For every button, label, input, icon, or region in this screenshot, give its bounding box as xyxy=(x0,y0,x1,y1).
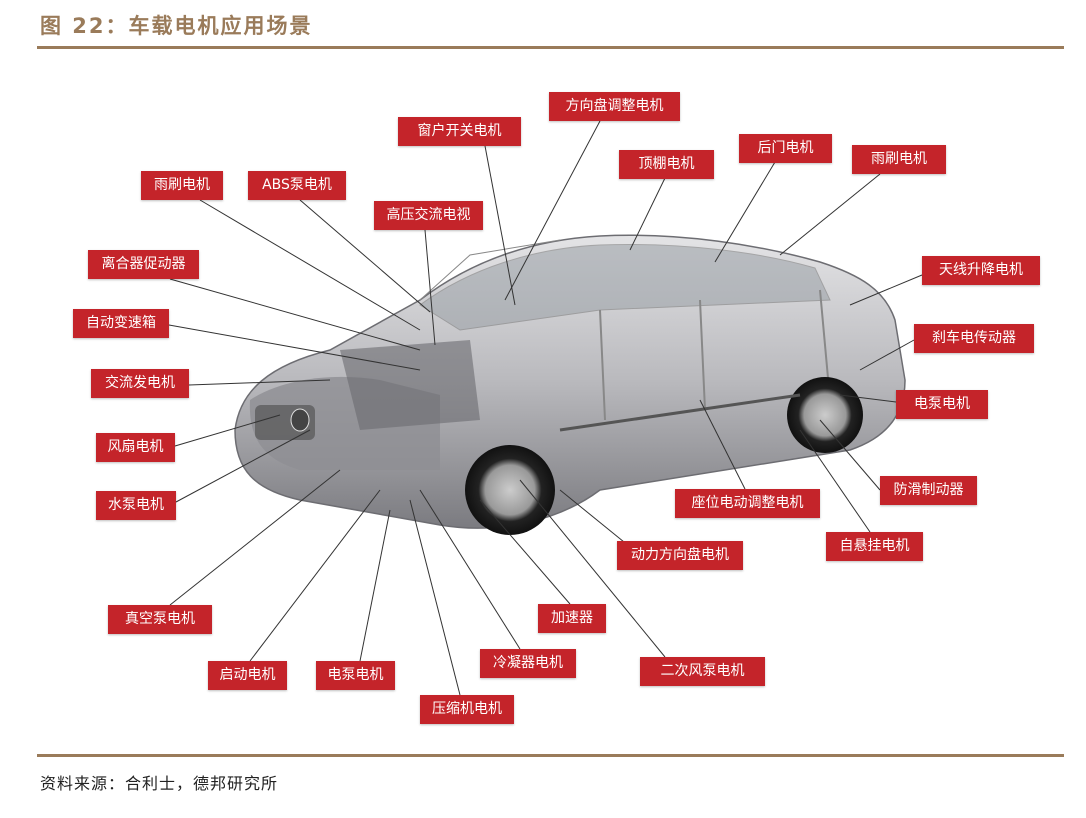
label-clutch-actuator: 离合器促动器 xyxy=(88,250,199,279)
label-accelerator: 加速器 xyxy=(538,604,606,633)
label-compressor-motor: 压缩机电机 xyxy=(420,695,514,724)
label-secondary-air-pump-motor: 二次风泵电机 xyxy=(640,657,765,686)
label-condenser-motor: 冷凝器电机 xyxy=(480,649,576,678)
engine xyxy=(340,340,480,430)
bottom-divider xyxy=(37,754,1064,757)
label-vacuum-pump-motor: 真空泵电机 xyxy=(108,605,212,634)
label-window-switch-motor: 窗户开关电机 xyxy=(398,117,521,146)
label-seat-adjust-motor: 座位电动调整电机 xyxy=(675,489,820,518)
figure-title: 图 22：车载电机应用场景 xyxy=(40,14,313,38)
label-fan-motor: 风扇电机 xyxy=(96,433,175,462)
label-water-pump-motor: 水泵电机 xyxy=(96,491,176,520)
label-antenna-motor: 天线升降电机 xyxy=(922,256,1040,285)
label-electric-pump-motor-front: 电泵电机 xyxy=(316,661,395,690)
label-alternator: 交流发电机 xyxy=(91,369,189,398)
label-wiper-motor-rear: 雨刷电机 xyxy=(852,145,946,174)
label-suspension-motor: 自悬挂电机 xyxy=(826,532,923,561)
label-wiper-motor-front: 雨刷电机 xyxy=(141,171,223,200)
label-roof-motor: 顶棚电机 xyxy=(619,150,714,179)
label-abs-pump-motor: ABS泵电机 xyxy=(248,171,346,200)
car-illustration xyxy=(234,234,906,535)
figure-source: 资料来源：合利士，德邦研究所 xyxy=(40,774,279,793)
top-divider xyxy=(37,46,1064,49)
label-hv-ac-tv: 高压交流电视 xyxy=(374,201,483,230)
label-starter-motor: 启动电机 xyxy=(208,661,287,690)
label-steering-adjust-motor: 方向盘调整电机 xyxy=(549,92,680,121)
label-electric-pump-motor-rear: 电泵电机 xyxy=(896,390,988,419)
label-anti-skid-brake: 防滑制动器 xyxy=(880,476,977,505)
label-brake-by-wire: 刹车电传动器 xyxy=(914,324,1034,353)
rear-wheel xyxy=(787,377,863,453)
label-auto-transmission: 自动变速箱 xyxy=(73,309,169,338)
label-rear-door-motor: 后门电机 xyxy=(739,134,832,163)
leader-lines xyxy=(168,120,923,696)
label-power-steering-motor: 动力方向盘电机 xyxy=(617,541,743,570)
front-wheel xyxy=(465,445,555,535)
